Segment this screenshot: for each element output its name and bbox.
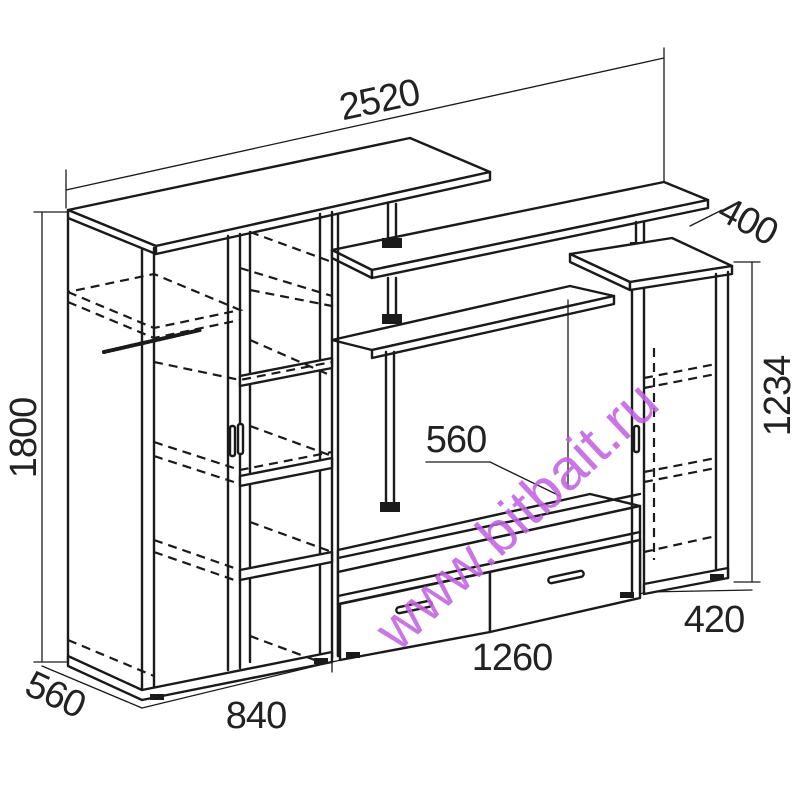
dim-height: 1800 [3,398,45,479]
middle-shelf [330,284,616,352]
left-cabinet [66,136,492,702]
dim-top-depth: 400 [711,189,784,254]
left-handle [228,424,237,458]
dim-tv-width: 1260 [472,637,553,679]
drawer-right [488,538,642,634]
drawer-right-handle [547,569,585,585]
right-handle [236,422,245,456]
dim-left-width: 840 [226,695,286,737]
right-cabinet-handle [632,424,641,454]
dim-tv-stand-depth: 560 [426,419,486,461]
dim-right-height: 1234 [757,355,799,436]
right-cabinet [568,236,734,598]
drawer-left-handle [395,599,433,615]
dim-right-depth: 420 [684,599,744,641]
dim-total-width: 2520 [336,71,424,129]
